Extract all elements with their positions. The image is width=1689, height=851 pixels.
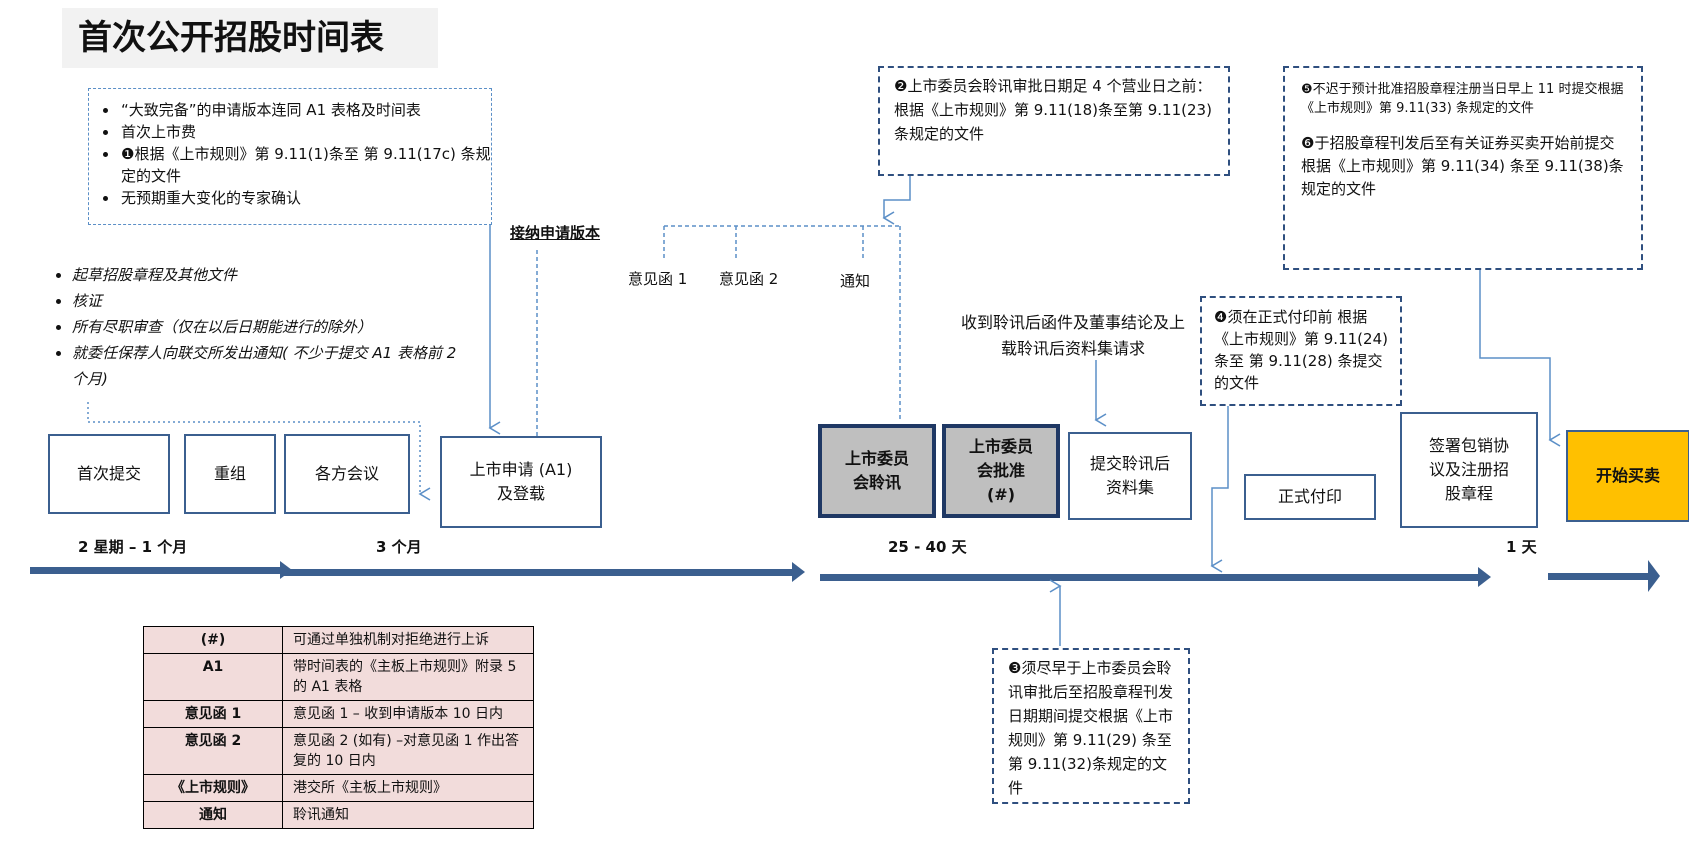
duration-3: 25 - 40 天 <box>888 538 967 556</box>
legend-key: 意见函 1 <box>143 700 283 728</box>
note-item: 无预期重大变化的专家确认 <box>119 187 491 209</box>
step-approval: 上市委员会批准 (#) <box>942 424 1060 518</box>
legend-key: 意见函 2 <box>143 727 283 775</box>
timeline-arrow-1 <box>30 561 292 579</box>
duration-4: 1 天 <box>1506 538 1537 556</box>
duration-1: 2 星期 – 1 个月 <box>78 538 188 556</box>
step-trading-start: 开始买卖 <box>1566 430 1689 522</box>
accept-application-label: 接纳申请版本 <box>510 224 601 242</box>
timeline-arrow-4 <box>1548 560 1660 592</box>
step-printing: 正式付印 <box>1244 474 1376 520</box>
timeline-arrow-2 <box>282 562 805 582</box>
note-item: ❶根据《上市规则》第 9.11(1)条至 第 9.11(17c) 条规定的文件 <box>119 143 491 187</box>
duration-2: 3 个月 <box>376 538 422 556</box>
connector-prep-to-meetings <box>87 402 431 501</box>
letters-bracket <box>663 225 901 420</box>
prep-item: 核证 <box>72 288 460 314</box>
step-signing: 签署包销协议及注册招股章程 <box>1400 412 1538 528</box>
note-5-6: ❺不迟于预计批准招股章程注册当日早上 11 时提交根据《上市规则》第 9.11(… <box>1283 66 1643 270</box>
page-title: 首次公开招股时间表 <box>62 8 438 68</box>
legend-value: 带时间表的《主板上市规则》附录 5 的 A1 表格 <box>282 653 534 701</box>
note-4: ❹须在正式付印前 根据《上市规则》第 9.11(24) 条至 第 9.11(28… <box>1200 296 1402 406</box>
prep-item: 就委任保荐人向联交所发出通知( 不少于提交 A1 表格前 2 个月) <box>72 340 460 392</box>
legend-value: 港交所《主板上市规则》 <box>282 774 534 802</box>
notice-label: 通知 <box>840 272 871 290</box>
note-item: 首次上市费 <box>119 121 491 143</box>
connector-note4 <box>1210 406 1229 573</box>
connector-note5-6 <box>1479 270 1561 447</box>
step-first-submission: 首次提交 <box>48 434 170 514</box>
prep-item: 所有尽职审查（仅在以后日期能进行的除外） <box>72 314 460 340</box>
letter1-label: 意见函 1 <box>628 270 688 288</box>
step-meetings: 各方会议 <box>284 434 410 514</box>
legend-key: 《上市规则》 <box>143 774 283 802</box>
submission-requirements-note: “大致完备”的申请版本连同 A1 表格及时间表 首次上市费 ❶根据《上市规则》第… <box>88 88 492 225</box>
note-5: ❺不迟于预计批准招股章程注册当日早上 11 时提交根据《上市规则》第 9.11(… <box>1301 82 1624 116</box>
preparation-list: 起草招股章程及其他文件 核证 所有尽职审查（仅在以后日期能进行的除外） 就委任保… <box>40 262 460 392</box>
note-item: “大致完备”的申请版本连同 A1 表格及时间表 <box>119 99 491 121</box>
connector-note2 <box>882 176 911 225</box>
note-3: ❸须尽早于上市委员会聆讯审批后至招股章程刊发日期期间提交根据《上市规则》第 9.… <box>992 648 1190 804</box>
step-hearing: 上市委员会聆讯 <box>818 424 936 518</box>
step-reorganization: 重组 <box>184 434 276 514</box>
note-6: ❻于招股章程刊发后至有关证券买卖开始前提交根据《上市规则》第 9.11(34) … <box>1301 134 1624 198</box>
step-post-hearing-submission: 提交聆讯后资料集 <box>1068 432 1192 520</box>
prep-item: 起草招股章程及其他文件 <box>72 262 460 288</box>
legend-key: (#) <box>143 626 283 654</box>
legend-key: A1 <box>143 653 283 701</box>
legend-value: 意见函 2 (如有) –对意见函 1 作出答复的 10 日内 <box>282 727 534 775</box>
letter2-label: 意见函 2 <box>719 270 779 288</box>
legend-row: 通知聆讯通知 <box>143 801 534 829</box>
timeline-arrow-3 <box>820 567 1491 587</box>
legend-key: 通知 <box>143 801 283 829</box>
legend-row: 《上市规则》港交所《主板上市规则》 <box>143 774 534 802</box>
post-hearing-label: 收到聆讯后函件及董事结论及上载聆讯后资料集请求 <box>960 313 1185 358</box>
legend-value: 聆讯通知 <box>282 801 534 829</box>
step-listing-application: 上市申请 (A1) 及登载 <box>440 436 602 528</box>
note-2: ❷上市委员会聆讯审批日期足 4 个营业日之前： 根据《上市规则》第 9.11(1… <box>878 66 1230 176</box>
